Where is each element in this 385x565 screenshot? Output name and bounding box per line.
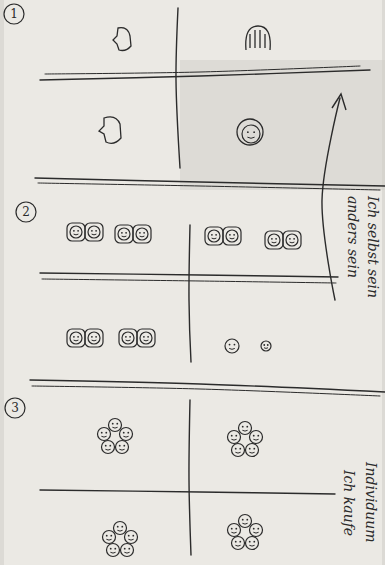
mask [67, 329, 85, 347]
face [242, 125, 260, 143]
pen-line [30, 380, 385, 392]
mask [223, 227, 241, 245]
face [122, 332, 134, 344]
face [268, 234, 280, 246]
pen-line [189, 400, 191, 555]
mask [67, 223, 85, 241]
mask [119, 329, 137, 347]
face [114, 522, 127, 535]
mask [283, 231, 301, 249]
face [250, 431, 263, 444]
face [286, 234, 298, 246]
pen-line [189, 225, 191, 362]
face [232, 537, 245, 550]
face [246, 444, 259, 457]
face [136, 228, 148, 240]
pen-line [322, 98, 340, 300]
pen-line [35, 178, 385, 186]
pen-line [42, 279, 336, 283]
face [88, 332, 100, 344]
number-ring [16, 202, 36, 222]
face [232, 444, 245, 457]
face [140, 332, 152, 344]
number-ring [4, 4, 24, 24]
note: Ich kaufe [340, 470, 357, 536]
arrow-head [332, 94, 346, 110]
pen-line [45, 66, 360, 74]
hair [246, 26, 271, 50]
head-profile [99, 117, 121, 143]
face [88, 226, 100, 238]
face [102, 441, 115, 454]
note: Ich selbst sein [364, 196, 381, 298]
hair [237, 119, 263, 145]
face [70, 226, 82, 238]
face [208, 230, 220, 242]
section-number: 3 [11, 401, 19, 415]
face [107, 544, 120, 557]
head-profile [113, 28, 131, 51]
mask [133, 225, 151, 243]
mask [85, 329, 103, 347]
face [250, 524, 263, 537]
face [116, 441, 129, 454]
face [120, 428, 133, 441]
note: anders sein [344, 196, 361, 278]
pen-line [40, 273, 338, 277]
face [125, 531, 138, 544]
mask [205, 227, 223, 245]
mask [137, 329, 155, 347]
shadow [180, 60, 385, 190]
number-ring [5, 398, 25, 418]
pen-line [40, 490, 335, 494]
face [121, 544, 134, 557]
section-number: 2 [22, 205, 30, 219]
face [239, 422, 252, 435]
face [118, 228, 130, 240]
section-number: 1 [10, 7, 18, 21]
face [228, 431, 241, 444]
face [98, 428, 111, 441]
face [226, 230, 238, 242]
face [228, 524, 241, 537]
face [261, 341, 271, 351]
note: Individuum [362, 462, 379, 543]
face [239, 515, 252, 528]
mask [265, 231, 283, 249]
mask [115, 225, 133, 243]
face [225, 339, 239, 353]
mask [85, 223, 103, 241]
face [109, 419, 122, 432]
face [70, 332, 82, 344]
face [246, 537, 259, 550]
pen-line [38, 183, 380, 190]
pen-line [176, 8, 180, 168]
pen-line [32, 386, 380, 396]
face [103, 531, 116, 544]
